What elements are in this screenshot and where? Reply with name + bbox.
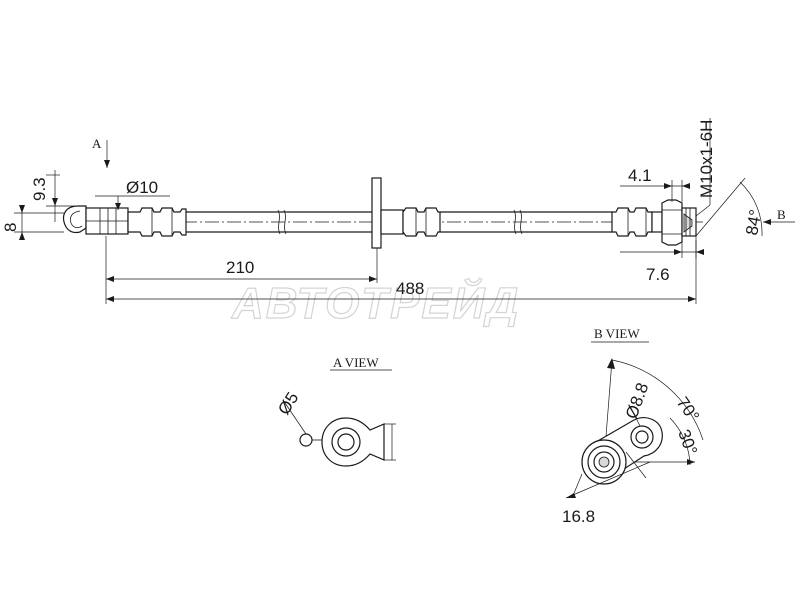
dim-diameter-10: Ø10 bbox=[126, 178, 158, 197]
b-view: B VIEW 70° 30° Ø8.8 16.8 bbox=[562, 326, 704, 526]
dim-length-7-6: 7.6 bbox=[646, 265, 670, 284]
right-fitting-neck bbox=[651, 211, 663, 233]
left-crimp-sleeve bbox=[127, 207, 187, 237]
dim-length-488: 488 bbox=[396, 279, 424, 298]
bracket-collar bbox=[380, 209, 404, 235]
dim-height-8: 8 bbox=[1, 223, 20, 232]
dim-angle-70: 70° bbox=[673, 393, 703, 425]
watermark-logo: АВТОТРЕЙД bbox=[231, 277, 520, 328]
b-view-tab-hole bbox=[635, 430, 649, 444]
hex-nut bbox=[661, 199, 683, 246]
view-b-marker: B bbox=[777, 207, 786, 222]
dim-length-16-8: 16.8 bbox=[562, 507, 595, 526]
dim-diameter-8-8: Ø8.8 bbox=[622, 380, 652, 421]
a-view-eye-hole bbox=[337, 433, 355, 451]
b-view-fitting-core bbox=[598, 456, 610, 468]
dim-length-210: 210 bbox=[226, 258, 254, 277]
dim-length-4-1: 4.1 bbox=[628, 166, 652, 185]
dim-angle-30: 30° bbox=[674, 427, 701, 458]
dim-angle-84: 84° bbox=[742, 208, 765, 237]
thread-spec-label: M10x1-6H bbox=[697, 120, 716, 198]
left-hook-end bbox=[62, 205, 87, 234]
a-view: A VIEW Ø5 bbox=[274, 355, 396, 467]
a-view-title: A VIEW bbox=[333, 355, 379, 370]
left-hook-inner bbox=[70, 210, 83, 229]
hose-main-view bbox=[62, 177, 705, 249]
b-view-title: B VIEW bbox=[594, 326, 640, 341]
middle-crimp-sleeve bbox=[402, 207, 441, 237]
dim-height-9-3: 9.3 bbox=[30, 177, 49, 201]
main-dimensions: A 9.3 8 Ø10 210 488 bbox=[1, 118, 795, 304]
a-view-small-hole bbox=[299, 433, 313, 447]
dim-diameter-5: Ø5 bbox=[274, 389, 302, 418]
view-a-marker: A bbox=[92, 136, 102, 151]
mounting-bracket bbox=[371, 177, 382, 249]
